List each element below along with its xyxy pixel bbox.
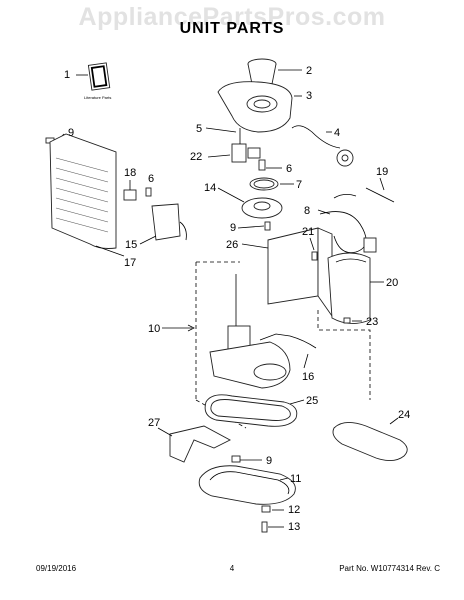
watermark-text: AppliancePartsPros.com [78,3,386,31]
callout-8: 8 [304,205,310,217]
callout-24: 24 [398,409,410,421]
part-27-bracket[interactable] [169,425,231,463]
part-19-wire[interactable] [365,187,395,203]
part-17-rear-panel[interactable] [49,133,117,249]
part-16-harness[interactable] [259,333,317,349]
part-3-housing[interactable] [217,81,293,133]
callout-1: 1 [64,69,70,81]
callout-2: 2 [306,65,312,77]
callout-21: 21 [302,226,314,238]
callout-5: 5 [196,123,202,135]
part-9-screw-center[interactable] [264,221,271,231]
part-14-mount[interactable] [241,197,283,219]
part-25-gasket[interactable] [204,394,298,427]
part-24-base-gasket[interactable] [332,422,408,461]
part-6-screw[interactable] [258,159,266,171]
callout-7: 7 [296,179,302,191]
part-7-ring[interactable] [249,177,279,191]
part-23-screw[interactable] [343,317,351,324]
page-title: UNIT PARTS [179,20,285,37]
part-20-front-panel[interactable] [327,252,371,324]
footer-part-number: Part No. W10774314 Rev. C [339,564,440,573]
literature-label: Literature Parts [84,95,111,100]
callout-27: 27 [148,417,160,429]
callout-23: 23 [366,316,378,328]
part-21-screw[interactable] [311,251,318,261]
part-1-literature[interactable] [87,62,111,91]
part-13-screw[interactable] [261,521,268,533]
callout-25: 25 [306,395,318,407]
callout-17: 17 [124,257,136,269]
callout-6a: 6 [286,163,292,175]
part-9-screw-bottom[interactable] [231,455,241,463]
part-12-foot[interactable] [261,505,271,513]
part-4-cord[interactable] [291,125,354,167]
part-18-capacitor[interactable] [123,189,137,201]
callout-14: 14 [204,182,216,194]
part-15-control-board[interactable] [151,203,187,241]
callout-22: 22 [190,151,202,163]
callout-9b: 9 [230,222,236,234]
callout-16: 16 [302,371,314,383]
callout-13: 13 [288,521,300,533]
part-26-frame[interactable] [267,227,333,318]
callout-12: 12 [288,504,300,516]
callout-11: 11 [290,473,301,485]
footer-page-number: 4 [229,564,235,573]
callout-20: 20 [386,277,398,289]
callout-18: 18 [124,167,136,179]
callout-9a: 9 [68,127,74,139]
callout-26: 26 [226,239,238,251]
callout-6b: 6 [148,173,154,185]
callout-3: 3 [306,90,312,102]
callout-10: 10 [148,323,160,335]
part-8-power-cord[interactable] [319,194,377,254]
callout-19: 19 [376,166,388,178]
part-6-screw-left[interactable] [145,187,152,197]
callout-15: 15 [125,239,137,251]
callout-9c: 9 [266,455,272,467]
part-22-bracket[interactable] [231,128,261,163]
part-11-base-plate[interactable] [198,465,296,505]
callout-4: 4 [334,127,340,139]
part-10-motor-assembly[interactable] [209,274,291,389]
footer-date: 09/19/2016 [36,564,77,573]
